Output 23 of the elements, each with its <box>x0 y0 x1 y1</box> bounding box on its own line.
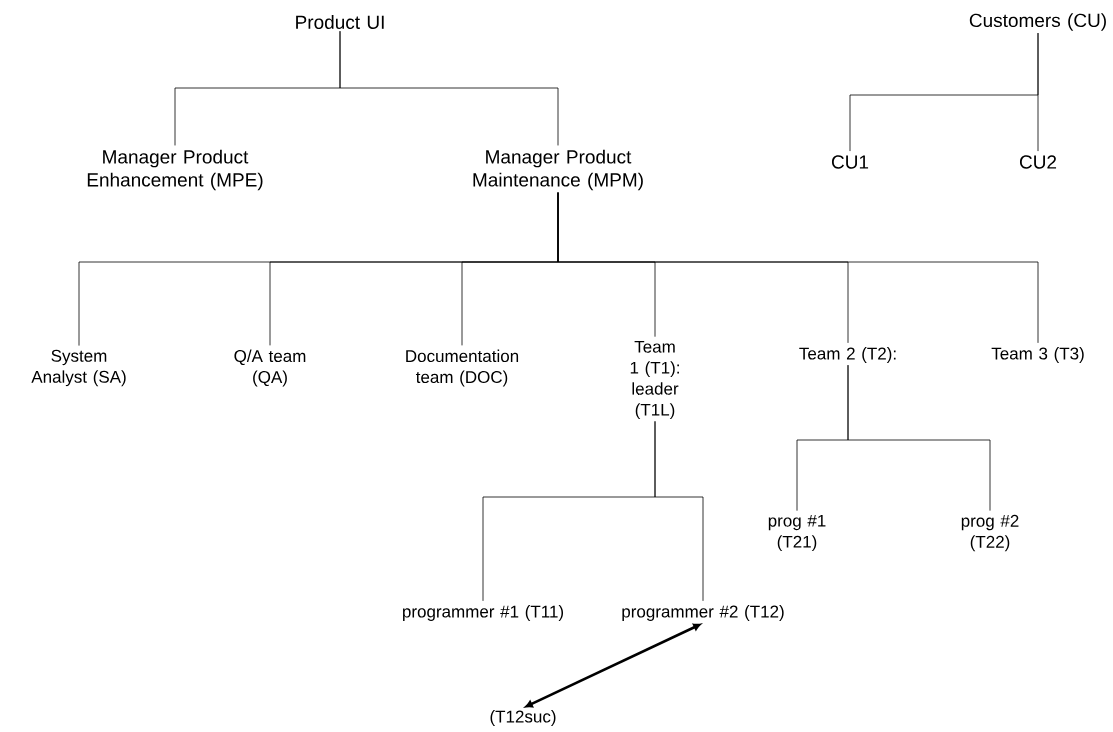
node-label: Q/A team (QA) <box>234 349 306 387</box>
node-label: CU1 <box>831 155 869 169</box>
node-label: CU2 <box>1019 155 1057 169</box>
connector-line <box>339 30 559 146</box>
node-label: System Analyst (SA) <box>31 349 126 387</box>
connector-line <box>654 420 704 602</box>
node-label: Product UI <box>296 15 384 29</box>
node-label: prog #1 (T21) <box>768 514 826 552</box>
connector-line <box>1037 32 1039 152</box>
connector-line <box>847 364 991 511</box>
node-label: Manager Product Maintenance (MPM) <box>473 149 643 191</box>
node-label: Manager Product Enhancement (MPE) <box>87 149 263 191</box>
node-label: programmer #2 (T12) <box>622 605 784 621</box>
node-label: Team 3 (T3) <box>991 347 1084 363</box>
node-label: Team 1 (T1): leader (T1L) <box>630 340 679 420</box>
node-label: Documentation team (DOC) <box>406 349 519 387</box>
connector-line <box>557 192 1039 344</box>
connector-line <box>525 623 701 708</box>
node-label: Customers (CU) <box>969 13 1106 31</box>
node-label: prog #2 (T22) <box>961 514 1019 552</box>
node-label: Team 2 (T2): <box>799 347 896 363</box>
node-label: programmer #1 (T11) <box>403 605 564 621</box>
node-label: (T12suc) <box>490 710 556 726</box>
